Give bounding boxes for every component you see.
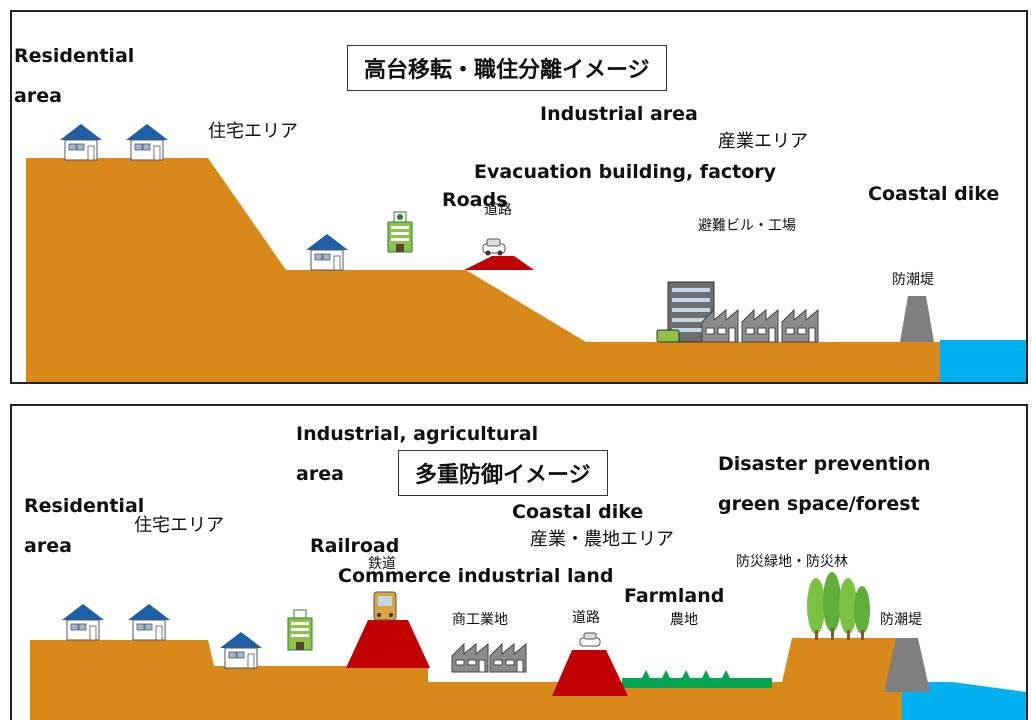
industrial-agri-label-en: Industrial, agricultural bbox=[296, 423, 539, 445]
farmland-crops bbox=[642, 670, 730, 678]
commerce-label-jp: 商工業地 bbox=[452, 612, 508, 628]
residential-label-en-line2: area bbox=[14, 85, 62, 107]
panel-multiple-defense: 多重防御イメージ Industrial, agricultural area R… bbox=[10, 404, 1028, 720]
panel-title: 多重防御イメージ bbox=[398, 450, 608, 496]
forest-icon bbox=[807, 572, 870, 640]
sea bbox=[902, 682, 1026, 720]
industrial-label-en: Industrial area bbox=[540, 103, 698, 125]
house-icon bbox=[59, 123, 103, 161]
ground bbox=[30, 638, 902, 720]
railroad-embankment bbox=[346, 620, 430, 668]
dike-label-jp: 防潮堤 bbox=[880, 612, 922, 628]
railroad-label-jp: 鉄道 bbox=[368, 556, 396, 572]
building-icon bbox=[387, 211, 413, 253]
road-label-jp: 道路 bbox=[572, 610, 600, 626]
sea bbox=[940, 340, 1026, 382]
industrial-label-jp: 産業エリア bbox=[718, 131, 808, 152]
factory-icon bbox=[489, 643, 527, 673]
panel-title: 高台移転・職住分離イメージ bbox=[347, 45, 667, 91]
green-space-label-en: Disaster prevention bbox=[718, 453, 931, 475]
farmland-label-jp: 農地 bbox=[670, 612, 698, 628]
dike-label-en: Coastal dike bbox=[512, 501, 644, 523]
upland-ground bbox=[26, 158, 940, 382]
railroad-label-en: Railroad bbox=[310, 535, 400, 557]
commerce-label-en: Commerce industrial land bbox=[338, 565, 614, 587]
industrial-agri-label-en-line2: area bbox=[296, 463, 344, 485]
factory-icon bbox=[741, 309, 779, 343]
building-icon bbox=[287, 609, 313, 651]
car-icon bbox=[482, 238, 506, 256]
residential-label-jp: 住宅エリア bbox=[208, 121, 298, 142]
car-icon bbox=[579, 632, 601, 647]
evacuation-label-en: Evacuation building, factory bbox=[474, 161, 777, 183]
evacuation-label-jp: 避難ビル・工場 bbox=[698, 218, 796, 234]
factory-icon bbox=[451, 643, 489, 673]
roads-label-jp: 道路 bbox=[484, 202, 512, 218]
factory-icon bbox=[781, 309, 819, 343]
multiple-defense-scene bbox=[30, 572, 1026, 720]
farmland-label-en: Farmland bbox=[624, 585, 725, 607]
industrial-agri-label-jp: 産業・農地エリア bbox=[530, 529, 674, 550]
house-icon bbox=[219, 631, 263, 669]
house-icon bbox=[305, 233, 349, 271]
roads-label-en: Roads bbox=[442, 189, 508, 211]
house-icon bbox=[127, 603, 171, 641]
house-icon bbox=[125, 123, 169, 161]
green-space-label-en-line2: green space/forest bbox=[718, 493, 920, 515]
dike-label-jp: 防潮堤 bbox=[892, 272, 934, 288]
panel-relocation-upland: 高台移転・職住分離イメージ Residential area 住宅エリア Ind… bbox=[10, 10, 1028, 384]
residential-label-en: Residential bbox=[14, 45, 135, 67]
farmland-strip bbox=[622, 678, 772, 688]
road-embankment bbox=[464, 256, 534, 270]
dike-label-en: Coastal dike bbox=[868, 183, 1000, 205]
coastal-dike-gray bbox=[884, 638, 930, 692]
road-embankment bbox=[552, 650, 628, 696]
green-space-label-jp: 防災緑地・防災林 bbox=[736, 554, 848, 570]
residential-label-en: Residential bbox=[24, 495, 145, 517]
relocation-scene bbox=[26, 123, 1026, 382]
house-icon bbox=[61, 603, 105, 641]
residential-label-en-line2: area bbox=[24, 535, 72, 557]
residential-label-jp: 住宅エリア bbox=[134, 515, 224, 536]
coastal-dike-top bbox=[900, 296, 934, 342]
evacuation-building-icon bbox=[656, 281, 715, 343]
train-icon bbox=[373, 591, 397, 621]
